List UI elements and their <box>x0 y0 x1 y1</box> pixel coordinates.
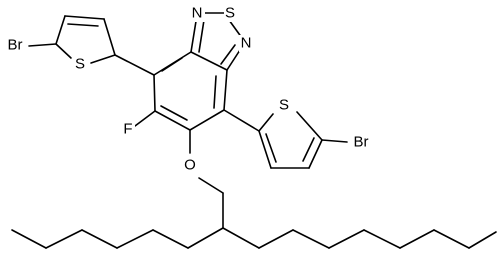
bromine-right-label: Br <box>354 134 369 151</box>
bromine-right-atom: Br <box>349 134 373 151</box>
sulfur-left-thiophene-label: S <box>75 56 85 73</box>
nitrogen-right-atom: N <box>239 35 253 52</box>
benzene-ring <box>153 51 228 131</box>
thiadiazole-ring <box>190 12 243 71</box>
fluorine-label: F <box>123 121 132 138</box>
oxygen-label: O <box>184 157 196 174</box>
right-thiophene <box>223 109 348 169</box>
substituents <box>134 110 224 194</box>
oxygen-atom: O <box>183 157 197 174</box>
bromine-left-atom: Br <box>3 37 27 54</box>
sulfur-left-thiophene-atom: S <box>73 56 86 73</box>
atom-labels: N S N Br S S Br F <box>3 5 373 174</box>
left-thiophene <box>28 15 155 76</box>
nitrogen-top-atom: N <box>190 5 205 22</box>
bromine-left-label: Br <box>8 37 23 54</box>
nitrogen-top-label: N <box>192 5 203 22</box>
alkyl-chain <box>11 192 497 249</box>
sulfur-right-thiophene-label: S <box>279 97 289 114</box>
sulfur-ring-atom: S <box>224 5 237 22</box>
fluorine-atom: F <box>122 121 135 138</box>
sulfur-ring-label: S <box>225 5 235 22</box>
sulfur-right-thiophene-atom: S <box>277 97 290 114</box>
nitrogen-right-label: N <box>241 35 252 52</box>
